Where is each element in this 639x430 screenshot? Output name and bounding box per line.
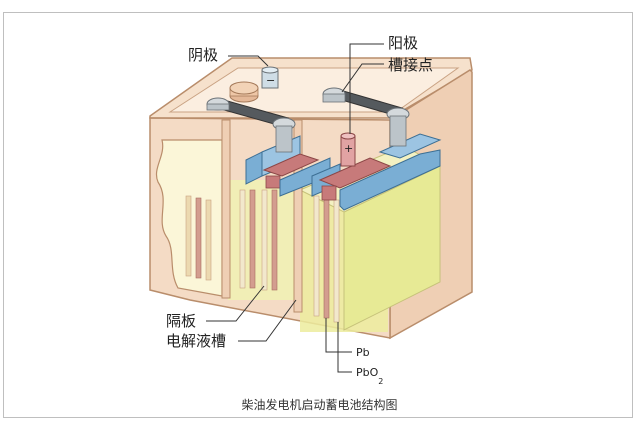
post-left-2 — [272, 117, 296, 153]
plates-cell-1 — [239, 189, 278, 291]
figure-caption: 柴油发电机启动蓄电池结构图 — [241, 398, 398, 412]
leader-tank-contact — [341, 63, 384, 93]
cathode-terminal: − — [261, 66, 279, 89]
plate-connectors-cell-1 — [245, 135, 331, 197]
leader-electrolyte — [238, 299, 297, 342]
label-pbo2-sub: 2 — [378, 377, 383, 386]
cell-divider-2 — [293, 119, 303, 313]
leader-cathode — [228, 55, 269, 67]
plates-cell-0 — [185, 195, 212, 281]
post-right-2 — [386, 107, 410, 147]
leader-separator — [206, 285, 265, 322]
label-electrolyte-tank: 电解液槽 — [166, 332, 226, 350]
label-pbo2-base: PbO — [356, 366, 379, 379]
label-tank-contact: 槽接点 — [388, 56, 433, 74]
post-right-1 — [322, 87, 346, 103]
label-separator: 隔板 — [166, 312, 196, 330]
minus-sign: − — [266, 74, 275, 87]
cell-divider-1 — [221, 119, 231, 299]
post-left-1 — [206, 97, 230, 111]
plates-cell-2 — [313, 195, 340, 323]
label-pbo2: PbO2 — [356, 366, 383, 386]
plate-connectors-cell-2 — [311, 133, 442, 211]
label-cathode: 阴极 — [188, 46, 218, 64]
label-anode: 阳极 — [388, 34, 418, 52]
filler-cap — [229, 81, 259, 103]
leader-pb — [325, 318, 352, 353]
anode-terminal: + — [340, 132, 356, 167]
plus-sign: + — [344, 142, 353, 155]
label-pb: Pb — [356, 346, 370, 359]
leader-pbo2 — [337, 322, 352, 373]
leader-anode — [349, 43, 384, 134]
